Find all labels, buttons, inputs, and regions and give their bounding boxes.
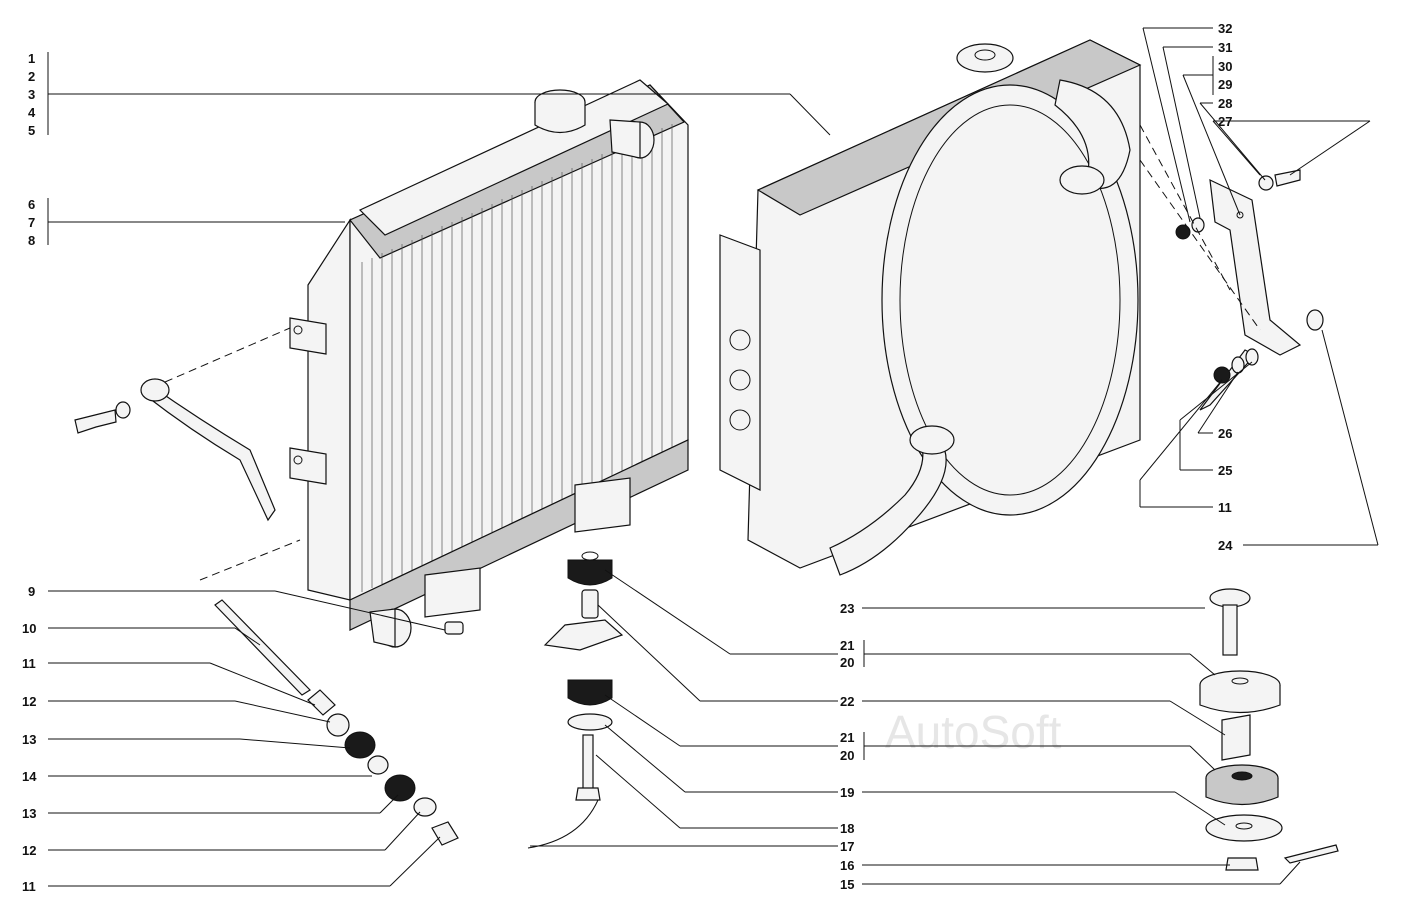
- callout-6: 6: [28, 197, 35, 212]
- tie-rod: [74, 378, 276, 522]
- callout-12-upper: 12: [22, 694, 36, 709]
- callout-29: 29: [1218, 77, 1232, 92]
- callout-18: 18: [840, 821, 854, 836]
- mount-stack-center: [527, 551, 624, 849]
- callout-11-lower: 11: [22, 879, 36, 894]
- callout-11-upper: 11: [22, 656, 36, 671]
- callout-15: 15: [840, 877, 854, 892]
- callout-13-lower: 13: [22, 806, 36, 821]
- watermark: AutoSoft: [885, 706, 1062, 758]
- mounting-hardware-left: [214, 599, 459, 846]
- callout-20-a: 20: [840, 655, 854, 670]
- callout-20-b: 20: [840, 748, 854, 763]
- callout-9: 9: [28, 584, 35, 599]
- callout-3: 3: [28, 87, 35, 102]
- callout-30: 30: [1218, 59, 1232, 74]
- radiator-core-left: [289, 79, 689, 648]
- callout-numbers: 1 2 3 4 5 6 7 8 9 10 11 12 13 14 13 12 1…: [22, 21, 1233, 894]
- callout-1: 1: [28, 51, 35, 66]
- callout-31: 31: [1218, 40, 1232, 55]
- callout-19: 19: [840, 785, 854, 800]
- callout-4: 4: [28, 105, 36, 120]
- radiator-fins: [361, 124, 673, 592]
- leader-lines: [47, 27, 1379, 887]
- callout-27: 27: [1218, 114, 1232, 129]
- callout-22: 22: [840, 694, 854, 709]
- callout-26: 26: [1218, 426, 1232, 441]
- callout-16: 16: [840, 858, 854, 873]
- callout-12-lower: 12: [22, 843, 36, 858]
- callout-23: 23: [840, 601, 854, 616]
- callout-7: 7: [28, 215, 35, 230]
- radiator-with-fan-shroud: [719, 39, 1142, 576]
- mount-stack-right: [1199, 588, 1339, 871]
- bracket-hardware-right: [1175, 169, 1324, 411]
- callout-17: 17: [840, 839, 854, 854]
- callout-24: 24: [1218, 538, 1233, 553]
- callout-13-upper: 13: [22, 732, 36, 747]
- callout-2: 2: [28, 69, 35, 84]
- callout-14: 14: [22, 769, 37, 784]
- callout-8: 8: [28, 233, 35, 248]
- callout-21-a: 21: [840, 638, 854, 653]
- callout-21-b: 21: [840, 730, 854, 745]
- callout-5: 5: [28, 123, 35, 138]
- callout-28: 28: [1218, 96, 1232, 111]
- callout-11-right: 11: [1218, 500, 1232, 515]
- callout-25: 25: [1218, 463, 1232, 478]
- callout-10: 10: [22, 621, 36, 636]
- callout-32: 32: [1218, 21, 1232, 36]
